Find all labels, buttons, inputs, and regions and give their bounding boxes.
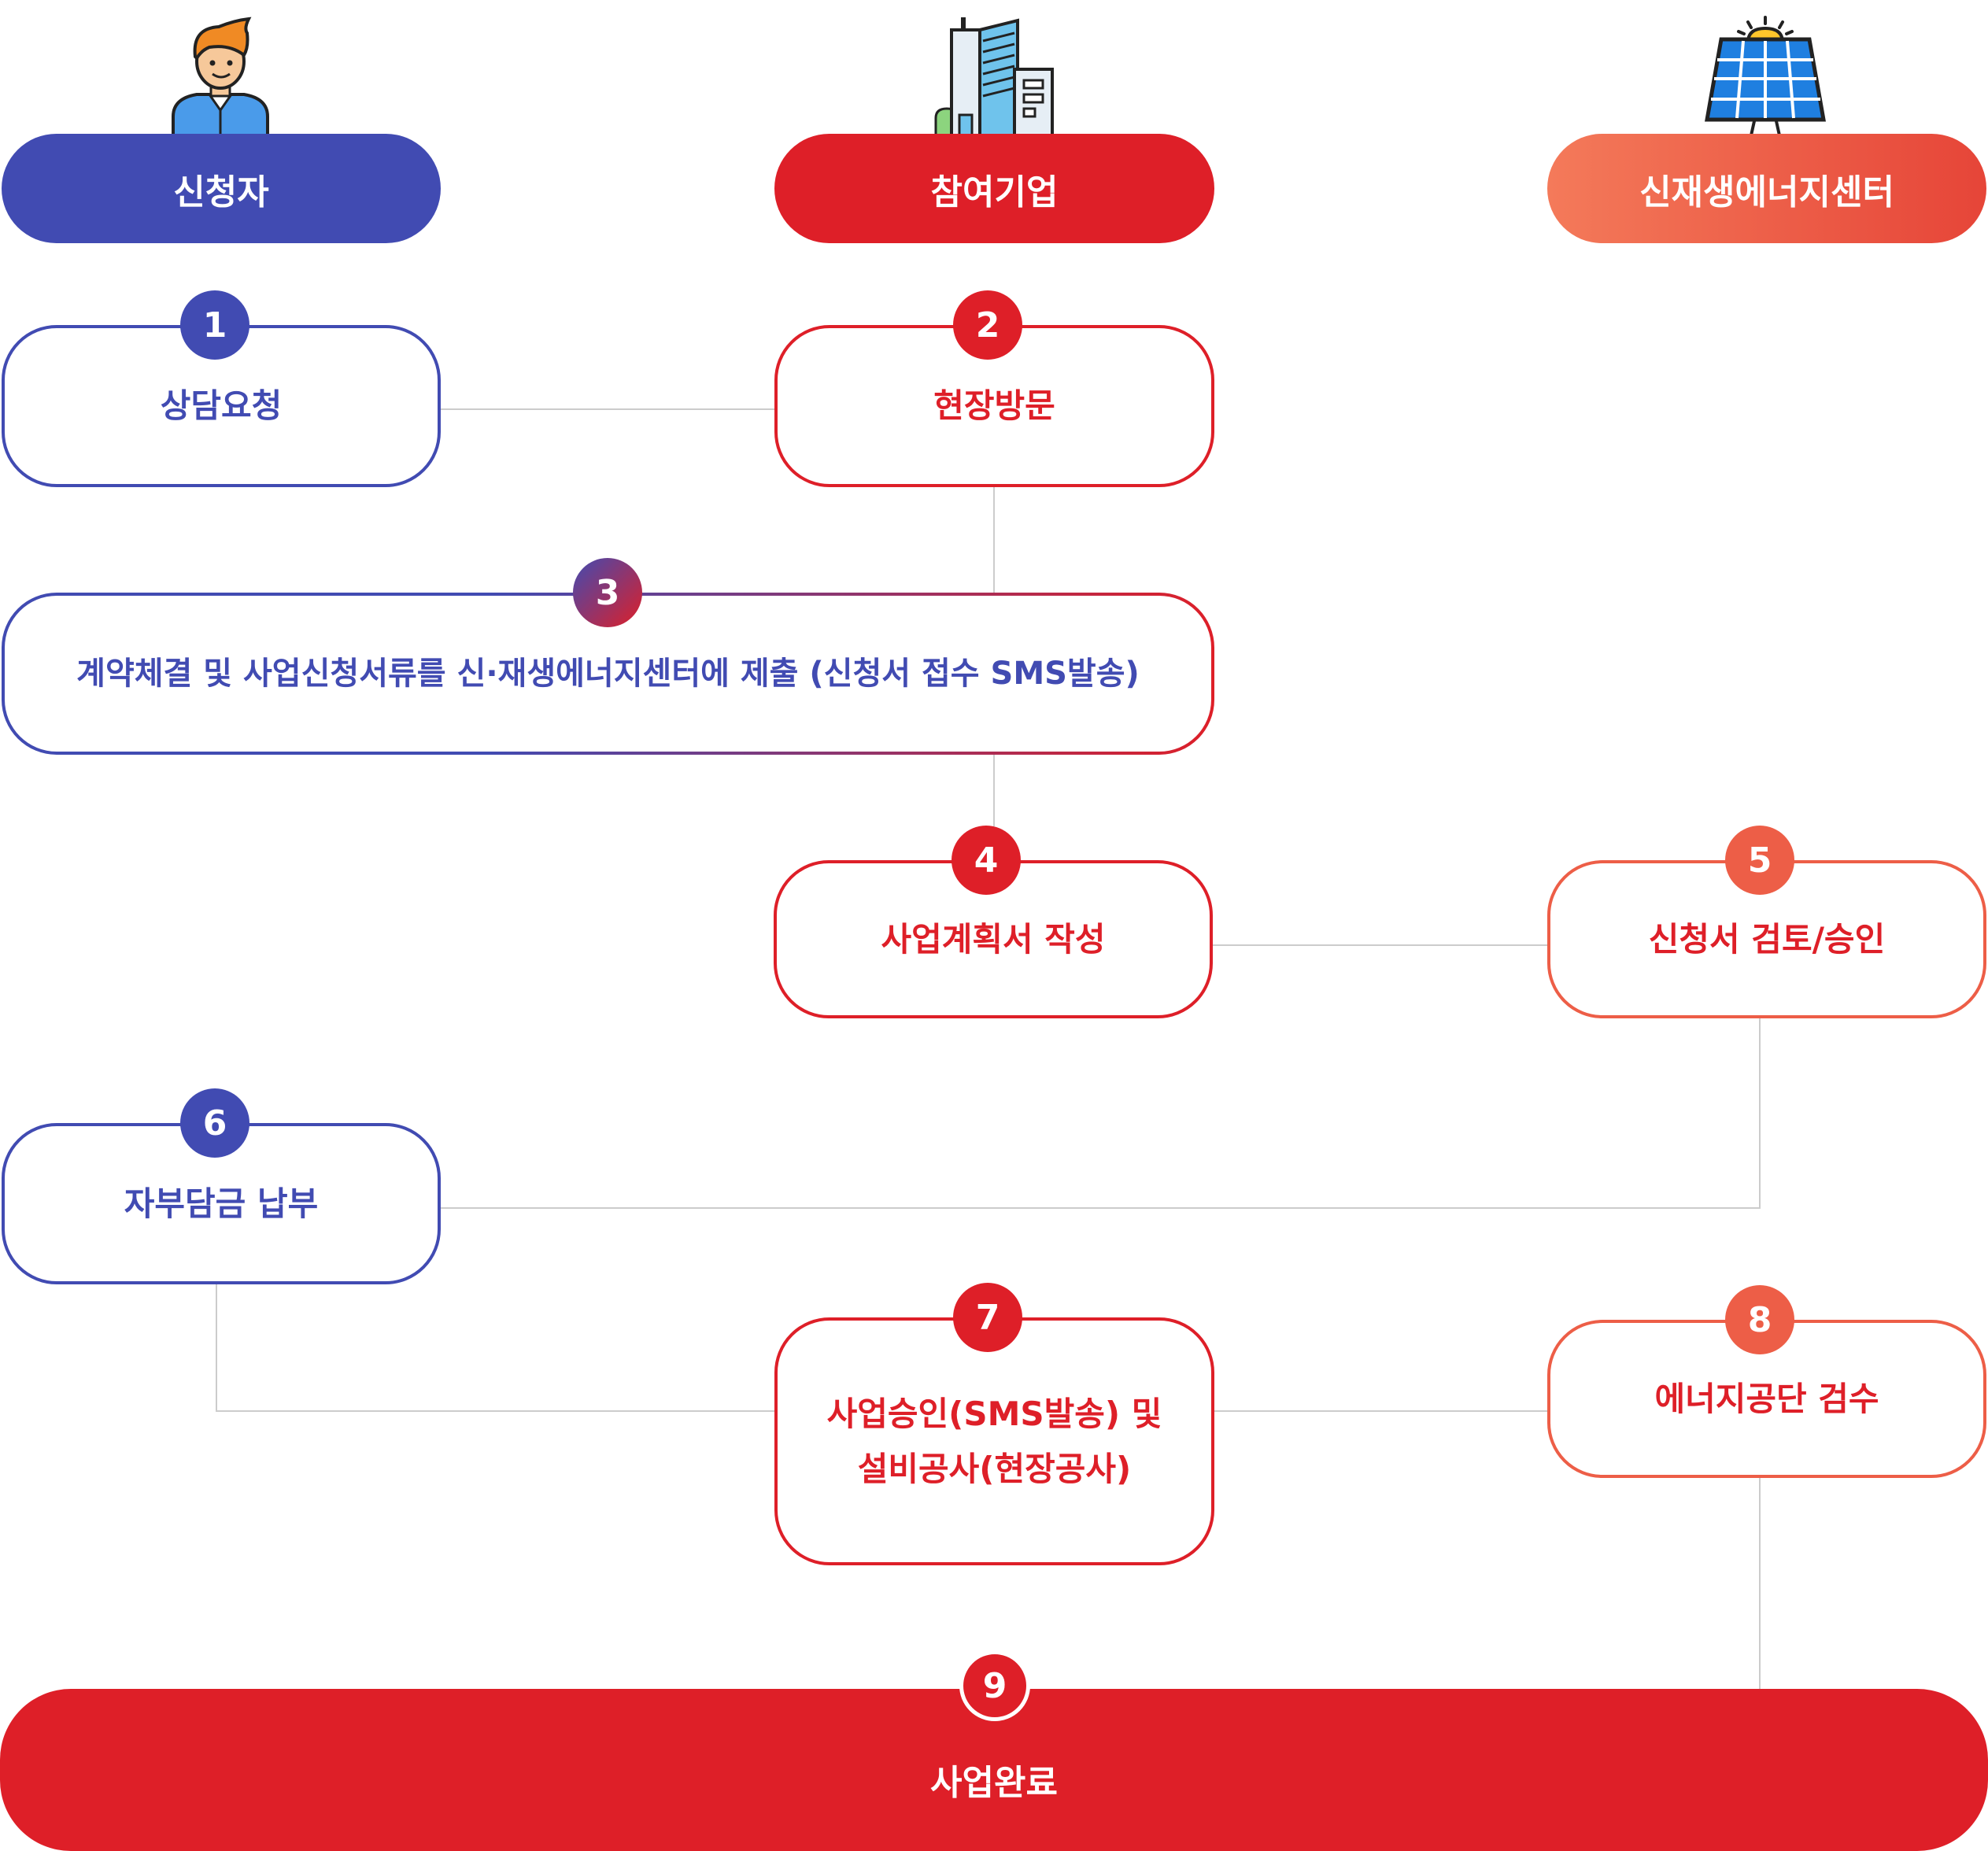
solar-panel-icon bbox=[1705, 16, 1826, 135]
step-6-label: 자부담금 납부 bbox=[124, 1184, 319, 1223]
step-9-label: 사업완료 bbox=[930, 1763, 1058, 1803]
step-7-badge: 7 bbox=[953, 1283, 1022, 1352]
actor-applicant-label: 신청자 bbox=[173, 172, 269, 212]
step-3-number: 3 bbox=[595, 572, 620, 613]
step-1-label: 상담요청 bbox=[160, 386, 283, 425]
step-7-label-line1: 사업승인(SMS발송) 및 bbox=[826, 1394, 1162, 1433]
step-2-number: 2 bbox=[975, 305, 1000, 345]
step-8-box: 에너지공단 검수 bbox=[1547, 1320, 1986, 1478]
step-4-number: 4 bbox=[974, 840, 999, 881]
step-7-number: 7 bbox=[975, 1297, 1000, 1338]
actor-applicant: 신청자 bbox=[2, 134, 441, 243]
step-6-number: 6 bbox=[202, 1103, 227, 1143]
step-8-label: 에너지공단 검수 bbox=[1654, 1379, 1879, 1418]
step-6-badge: 6 bbox=[180, 1088, 249, 1158]
actor-company: 참여기업 bbox=[774, 134, 1214, 243]
step-3-badge: 3 bbox=[573, 558, 642, 627]
actor-energy-center-label: 신재생에너지센터 bbox=[1639, 172, 1894, 212]
actor-energy-center: 신재생에너지센터 bbox=[1547, 134, 1986, 243]
connector-5-6 bbox=[441, 1017, 1761, 1209]
step-9-badge: 9 bbox=[959, 1650, 1030, 1721]
step-4-badge: 4 bbox=[952, 826, 1021, 895]
step-8-badge: 8 bbox=[1725, 1285, 1794, 1354]
actor-company-label: 참여기업 bbox=[930, 172, 1059, 212]
step-2-badge: 2 bbox=[953, 290, 1022, 360]
office-building-icon bbox=[934, 17, 1054, 135]
step-5-badge: 5 bbox=[1725, 826, 1794, 895]
step-5-number: 5 bbox=[1747, 840, 1772, 881]
step-5-label: 신청서 검토/승인 bbox=[1648, 919, 1886, 959]
connector-6-7 bbox=[216, 1283, 775, 1412]
person-icon bbox=[172, 17, 269, 135]
step-7-label-line2: 설비공사(현장공사) bbox=[857, 1449, 1132, 1488]
step-9-number: 9 bbox=[982, 1665, 1007, 1706]
step-7-box: 사업승인(SMS발송) 및 설비공사(현장공사) bbox=[774, 1317, 1214, 1565]
step-1-number: 1 bbox=[202, 305, 227, 345]
step-3-label: 계약체결 및 사업신청서류를 신·재생에너지센터에 제출 (신청서 접수 SMS… bbox=[76, 656, 1140, 692]
step-1-badge: 1 bbox=[180, 290, 249, 360]
step-2-label: 현장방문 bbox=[933, 386, 1055, 425]
step-4-label: 사업계획서 작성 bbox=[881, 919, 1106, 959]
step-8-number: 8 bbox=[1747, 1299, 1772, 1340]
